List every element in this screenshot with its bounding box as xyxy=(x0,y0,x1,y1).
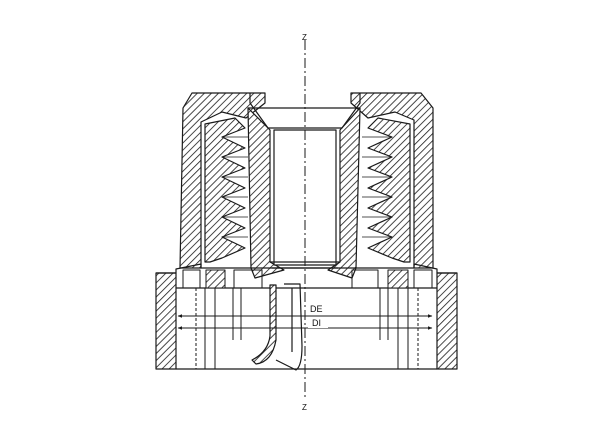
thread-detail-lines xyxy=(222,136,392,238)
spout-rim xyxy=(249,93,361,129)
shell-left-wall xyxy=(179,92,266,269)
thread-right xyxy=(367,117,411,263)
tear-tab xyxy=(251,284,277,365)
base-ring-left xyxy=(155,272,177,370)
axis-z-top-label: Z xyxy=(302,33,307,42)
base-ring-right xyxy=(436,272,458,370)
base-inner-blocks xyxy=(182,269,433,369)
di-label: DI xyxy=(312,318,321,328)
de-label: DE xyxy=(310,304,323,314)
thread-left xyxy=(204,117,246,263)
base-outline xyxy=(156,263,457,274)
tear-tab-edge xyxy=(275,283,303,371)
axis-z-bottom-label: Z xyxy=(302,403,307,412)
